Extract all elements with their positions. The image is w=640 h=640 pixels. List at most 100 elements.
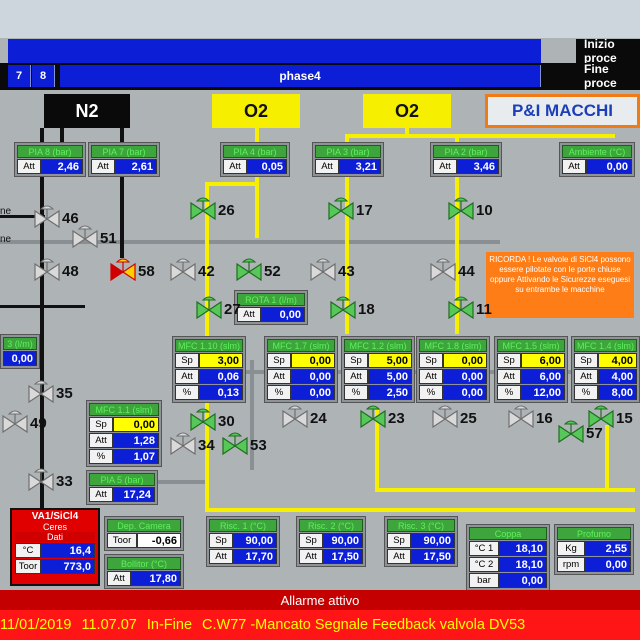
valve-10[interactable]: 10 — [446, 197, 493, 223]
dep-camera-title: Dep. Camera — [107, 519, 181, 532]
bollitor-title: Bollitor (°C) — [107, 557, 181, 570]
n2-drop — [60, 128, 64, 148]
valve-17[interactable]: 17 — [326, 197, 373, 223]
mfc-att-value: 0,00 — [291, 369, 335, 384]
valve-18[interactable]: 18 — [328, 296, 375, 322]
valve-27[interactable]: 27 — [194, 296, 241, 322]
valve-30[interactable]: 30 — [188, 408, 235, 434]
o2-yellow-v2 — [455, 134, 459, 334]
risc3-title: Risc. 3 (°C) — [387, 519, 455, 532]
mfc-att-value: 0,06 — [199, 369, 243, 384]
step-8[interactable]: 8 — [32, 65, 55, 87]
pia3-title: PIA 3 (bar) — [315, 145, 381, 158]
mfc-sp-label: Sp — [497, 353, 521, 368]
valve-57[interactable]: 57 — [556, 420, 603, 446]
mfc-att-label: Att — [574, 369, 598, 384]
alarm-message-bar[interactable]: 11/01/2019 11.07.07 In-Fine C.W77 -Manca… — [0, 610, 640, 640]
valve-51[interactable]: 51 — [70, 225, 117, 251]
valve-icon — [330, 296, 356, 320]
risc3-sp-value[interactable]: 90,00 — [411, 533, 455, 548]
valve-icon — [448, 197, 474, 221]
valve-23[interactable]: 23 — [358, 405, 405, 431]
bollitor-label: Att — [107, 571, 131, 586]
valve-label: 57 — [586, 424, 603, 442]
bollitor-value: 17,80 — [131, 571, 181, 586]
valve-48[interactable]: 48 — [32, 258, 79, 284]
pi-machine-button[interactable]: P&I MACCHI — [485, 94, 640, 128]
valve-label: 24 — [310, 409, 327, 427]
profumo-row1-value: 2,55 — [585, 541, 631, 556]
valve-49[interactable]: 49 — [0, 410, 47, 436]
risc1-att-value: 17,70 — [233, 549, 277, 564]
step-7[interactable]: 7 — [8, 65, 31, 87]
valve-icon — [558, 420, 584, 444]
mfc-pct-value: 0,00 — [443, 385, 487, 400]
risc2-sp-value[interactable]: 90,00 — [323, 533, 363, 548]
n2-line-left — [40, 128, 44, 508]
pia4-label: Att — [223, 159, 247, 174]
left-flow-value: 0,00 — [3, 351, 37, 366]
valve-24[interactable]: 24 — [280, 405, 327, 431]
valve-26[interactable]: 26 — [188, 197, 235, 223]
risc1-sp-value[interactable]: 90,00 — [233, 533, 277, 548]
alarm-date: 11/01/2019 — [0, 617, 72, 633]
valve-label: 35 — [56, 384, 73, 402]
valve-42[interactable]: 42 — [168, 258, 215, 284]
mfc-pct-label: % — [175, 385, 199, 400]
alarm-title: Allarme attivo — [0, 590, 640, 610]
mfc-title: MFC 1.7 (slm) — [267, 339, 335, 352]
valve-label: 42 — [198, 262, 215, 280]
valve-46[interactable]: 46 — [32, 205, 79, 231]
mfc-pct-label: % — [267, 385, 291, 400]
mfc-sp-label: Sp — [267, 353, 291, 368]
pia8-value: 2,46 — [41, 159, 83, 174]
pia8-label: Att — [17, 159, 41, 174]
valve-35[interactable]: 35 — [26, 380, 73, 406]
phase-header-bar — [8, 39, 541, 63]
valve-44[interactable]: 44 — [428, 258, 475, 284]
valve-53[interactable]: 53 — [220, 432, 267, 458]
valve-11[interactable]: 11 — [446, 296, 492, 322]
valve-25[interactable]: 25 — [430, 405, 477, 431]
mfc-sp-value[interactable]: 4,00 — [598, 353, 637, 368]
left-flow-title: 3 (l/m) — [3, 337, 37, 350]
valve-58[interactable]: 58 — [108, 258, 155, 284]
valve-33[interactable]: 33 — [26, 468, 73, 494]
line-label-b: ne — [0, 234, 12, 245]
valve-52[interactable]: 52 — [234, 258, 281, 284]
mfc11-sp-value[interactable]: 0,00 — [113, 417, 159, 432]
valve-34[interactable]: 34 — [168, 432, 215, 458]
mfc-sp-value[interactable]: 6,00 — [521, 353, 565, 368]
ambiente-label: Att — [562, 159, 586, 174]
alarm-state: In-Fine — [146, 617, 193, 633]
valve-icon — [170, 258, 196, 282]
valve-15[interactable]: 15 — [586, 405, 633, 431]
mfc-att-value: 4,00 — [598, 369, 637, 384]
pia5-value: 17,24 — [113, 487, 155, 502]
risc3-sp-label: Sp — [387, 533, 411, 548]
mfc-sp-value[interactable]: 0,00 — [443, 353, 487, 368]
alarm-time: 11.07.07 — [81, 617, 137, 633]
pia5-label: Att — [89, 487, 113, 502]
risc1-title: Risc. 1 (°C) — [209, 519, 277, 532]
valve-43[interactable]: 43 — [308, 258, 355, 284]
mfc-pct-value: 12,00 — [521, 385, 565, 400]
yellow-bottom-h — [205, 508, 635, 512]
mfc-sp-value[interactable]: 5,00 — [368, 353, 412, 368]
rota-value: 0,00 — [261, 307, 305, 322]
coppa-row3-value: 0,00 — [499, 573, 547, 588]
o2-line-a — [255, 128, 259, 238]
valve-16[interactable]: 16 — [506, 405, 553, 431]
va1-toor-label: Toor — [15, 559, 41, 574]
valve-label: 25 — [460, 409, 477, 427]
va1-dati[interactable]: Dati — [15, 532, 95, 542]
mfc-sp-value[interactable]: 3,00 — [199, 353, 243, 368]
mfc-sp-value[interactable]: 0,00 — [291, 353, 335, 368]
pia8-title: PIA 8 (bar) — [17, 145, 83, 158]
